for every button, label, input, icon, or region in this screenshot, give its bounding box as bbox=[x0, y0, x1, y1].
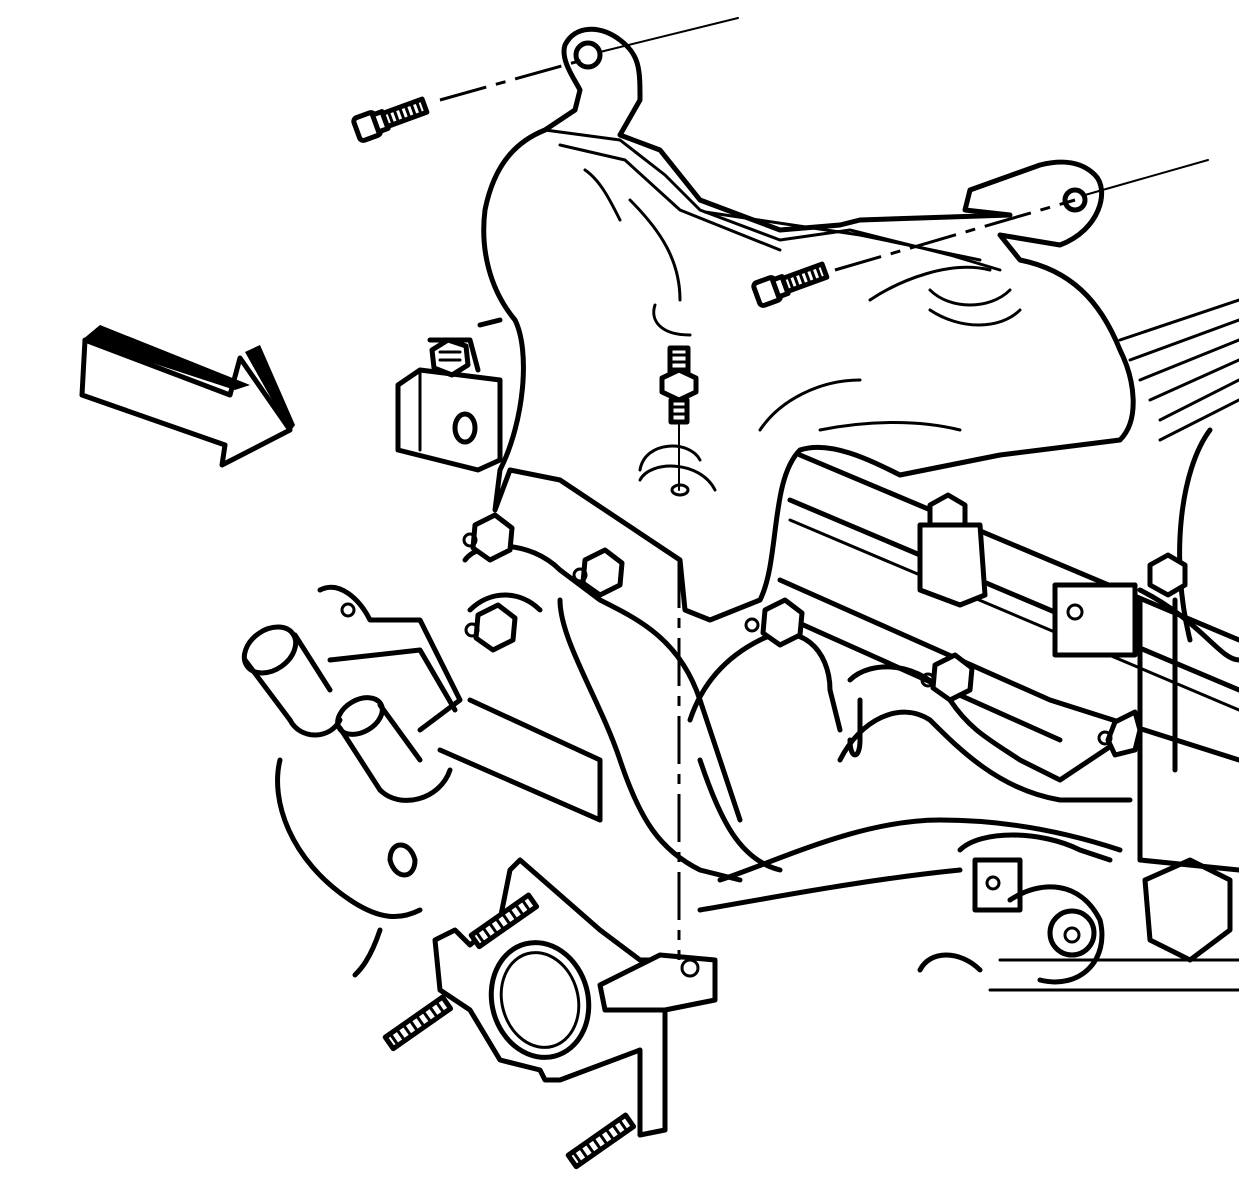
bolt-alignment-line-upper bbox=[439, 56, 591, 102]
manifold-nut-4 bbox=[744, 597, 805, 648]
view-direction-arrow-icon bbox=[79, 325, 295, 468]
engine-mount-bracket bbox=[395, 317, 503, 473]
manifold-nut-8 bbox=[1147, 552, 1188, 598]
manifold-nut-5 bbox=[920, 652, 975, 703]
engine-block bbox=[767, 298, 1239, 992]
heat-shield-right-bolt-hole bbox=[1062, 187, 1088, 213]
manifold-nuts bbox=[462, 492, 1188, 758]
heat-shield-upper-bolt-hole bbox=[573, 40, 603, 70]
heat-shield-bolt-upper-right bbox=[751, 261, 830, 308]
exhaust-manifold-heat-shield bbox=[481, 26, 1136, 623]
manifold-nut-6 bbox=[1097, 709, 1143, 758]
block-boss-right bbox=[1052, 582, 1138, 658]
flange-stud-3 bbox=[565, 1112, 637, 1170]
flange-stud-1 bbox=[468, 892, 540, 950]
manifold-nut-3 bbox=[572, 547, 625, 598]
heat-shield-lower-tab bbox=[597, 952, 718, 1013]
heat-shield-stud-center bbox=[659, 345, 699, 425]
coolant-pipes bbox=[241, 584, 603, 978]
heat-shield-bolt-upper-left bbox=[351, 96, 430, 143]
outlet-flange-studs bbox=[382, 892, 637, 1170]
flange-stud-2 bbox=[382, 994, 454, 1052]
manifold-stud-boss bbox=[917, 522, 988, 608]
manifold-nut-1 bbox=[462, 512, 515, 563]
bolt-alignment-line-right bbox=[834, 198, 1076, 272]
manifold-nut-2 bbox=[464, 602, 518, 653]
manifold-outlet-port bbox=[488, 940, 592, 1060]
